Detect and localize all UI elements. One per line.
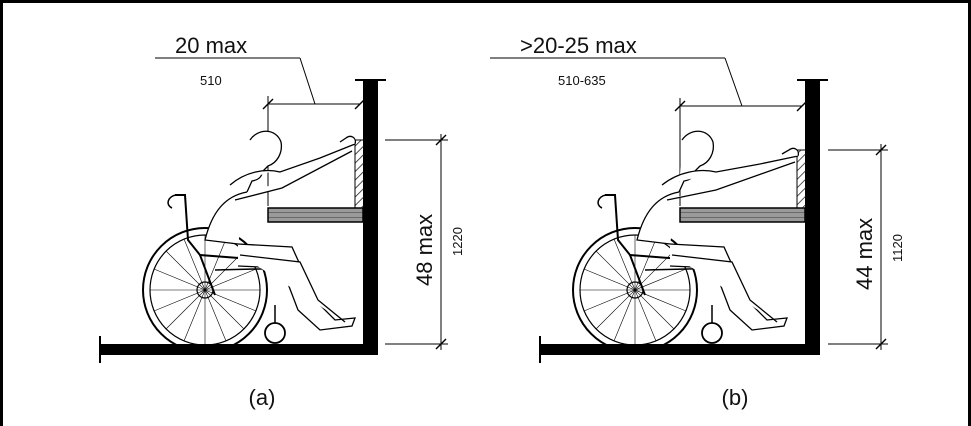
figure-a: 20 max 510 48 max 1220 [99,33,465,410]
reach-target [796,149,807,209]
height-dimension [385,134,448,350]
height-imperial-label: 44 max [852,218,877,290]
reach-imperial-label: >20-25 max [520,33,637,58]
height-dimension [828,144,888,350]
reach-target [354,139,365,209]
reach-metric-label: 510-635 [558,73,606,88]
reach-metric-label: 510 [200,73,222,88]
figure-b: >20-25 max 510-635 44 max 1120 [490,33,905,410]
counter-obstruction [679,207,806,223]
floor-and-wall [539,79,828,363]
height-imperial-label: 48 max [412,214,437,286]
reach-imperial-label: 20 max [175,33,247,58]
seated-person [204,130,357,331]
reach-dimension [490,57,808,206]
floor-and-wall [99,79,386,363]
reach-dimension [155,57,366,206]
caption-b: (b) [722,385,749,410]
height-metric-label: 1120 [890,234,905,262]
height-metric-label: 1220 [450,227,465,256]
caption-a: (a) [249,385,276,410]
wheelchair [142,194,313,353]
counter-obstruction [267,207,364,223]
seated-person [636,130,800,331]
